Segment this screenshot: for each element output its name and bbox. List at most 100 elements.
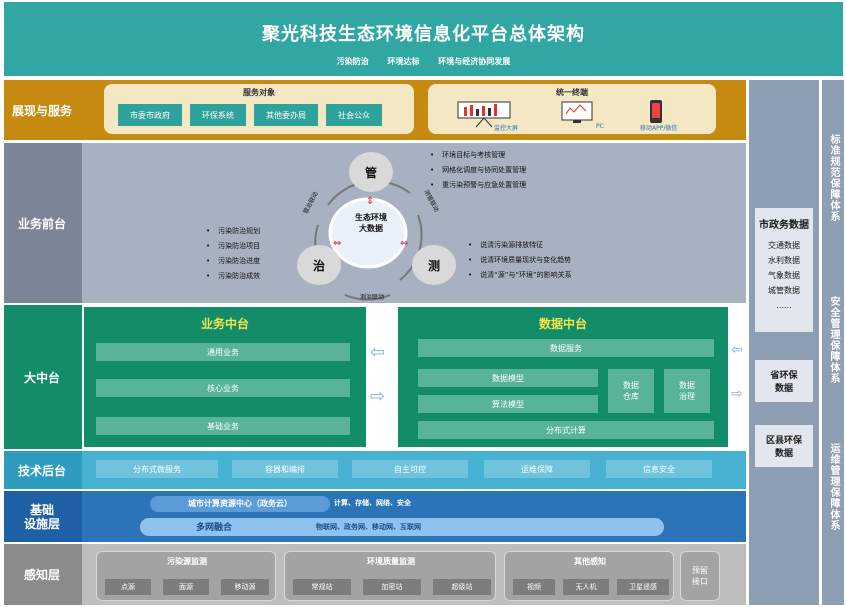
arrow-to-external-icon: ⇨ bbox=[731, 386, 743, 402]
arrow-left-red: ⇔ bbox=[333, 238, 342, 249]
left-bullet-4: 污染防治成效 bbox=[206, 269, 260, 284]
other-item-video[interactable]: 视频 bbox=[513, 579, 555, 595]
service-objects-title: 服务对象 bbox=[243, 88, 275, 97]
network-fusion-label: 多网融合 bbox=[196, 523, 233, 533]
standard-assurance-label: 标准规范保障体系 bbox=[828, 134, 839, 222]
unified-terminal-title: 统一终端 bbox=[556, 88, 588, 97]
city-gov-data-list: 交通数据 水利数据 气象数据 城管数据 ...... bbox=[755, 238, 813, 313]
layer-label-middle: 大中台 bbox=[23, 370, 60, 385]
city-data-water: 水利数据 bbox=[768, 256, 800, 265]
terminal-label-pc: PC bbox=[596, 123, 604, 130]
network-fusion-items: 物联网、政务网、移动网、互联网 bbox=[316, 523, 421, 531]
tech-item-independent[interactable]: 自主可控 bbox=[352, 460, 468, 478]
node-manage: 管 bbox=[349, 152, 393, 192]
pollution-item-point[interactable]: 点源 bbox=[105, 579, 151, 595]
business-middle-title: 业务中台 bbox=[200, 317, 249, 331]
arrow-up-down-red: ⇕ bbox=[366, 196, 375, 207]
env-item-super[interactable]: 超级站 bbox=[433, 579, 491, 595]
other-sensing-title: 其他感知 bbox=[574, 557, 606, 566]
pollution-monitor-box: 污染源监测 点源 面源 移动源 bbox=[96, 551, 276, 601]
city-data-more: ...... bbox=[776, 301, 792, 310]
left-bullet-3: 污染防治进度 bbox=[206, 254, 260, 269]
pollution-item-mobile[interactable]: 移动源 bbox=[221, 579, 269, 595]
top-bullet-1: 环境目标与考核管理 bbox=[430, 148, 526, 163]
city-gov-data-title: 市政务数据 bbox=[759, 220, 809, 231]
unified-terminal-box: 统一终端 监控大屏 PC 移动APP/微信 bbox=[428, 84, 716, 134]
other-item-satellite[interactable]: 卫星遥感 bbox=[617, 579, 669, 595]
business-item-general[interactable]: 通用业务 bbox=[96, 343, 350, 361]
arrow-right-red: ⇔ bbox=[400, 238, 409, 249]
env-item-regular[interactable]: 常规站 bbox=[293, 579, 351, 595]
header-banner: 聚光科技生态环境信息化平台总体架构 污染防治 环境达标 环境与经济协同发展 bbox=[4, 2, 843, 76]
tech-item-security[interactable]: 信息安全 bbox=[606, 460, 712, 478]
right-bullet-2: 说清环境质量现状与变化趋势 bbox=[468, 253, 588, 268]
left-bullet-2: 污染防治项目 bbox=[206, 239, 260, 254]
terminal-label-mobile: 移动APP/微信 bbox=[640, 125, 678, 132]
arrow-from-external-icon: ⇦ bbox=[731, 342, 743, 358]
monitor-wall-icon bbox=[457, 101, 511, 128]
subtitle-3: 环境与经济协同发展 bbox=[438, 57, 511, 66]
city-gov-data-card: 市政务数据 交通数据 水利数据 气象数据 城管数据 ...... bbox=[755, 208, 813, 332]
env-quality-monitor-box: 环境质量监测 常规站 加密站 超级站 bbox=[284, 551, 496, 601]
data-model-bar[interactable]: 数据模型 bbox=[418, 369, 598, 387]
data-warehouse-box[interactable]: 数据 仓库 bbox=[608, 369, 654, 413]
county-env-data-card: 区县环保 数据 bbox=[755, 425, 813, 467]
business-item-core[interactable]: 核心业务 bbox=[96, 379, 350, 397]
data-middle-title: 数据中台 bbox=[538, 317, 587, 331]
compute-center-items: 计算、存储、网络、安全 bbox=[334, 499, 411, 507]
node-treat: 治 bbox=[297, 245, 341, 285]
arrow-left-blue-icon: ⇦ bbox=[370, 342, 386, 363]
service-item-env-system[interactable]: 环保系统 bbox=[190, 104, 246, 126]
top-bullet-2: 网格化调度与协同处置管理 bbox=[430, 163, 526, 178]
tech-item-container[interactable]: 容器和编排 bbox=[232, 460, 338, 478]
assurance-column bbox=[822, 80, 844, 605]
right-bullet-1: 说清污染源排放特征 bbox=[468, 238, 588, 253]
left-bullets: 污染防治规划 污染防治项目 污染防治进度 污染防治成效 bbox=[206, 224, 260, 284]
city-data-traffic: 交通数据 bbox=[768, 241, 800, 250]
pollution-monitor-title: 污染源监测 bbox=[167, 557, 207, 566]
reserved-interface-box[interactable]: 预留 接口 bbox=[680, 551, 720, 601]
service-item-public[interactable]: 社会公众 bbox=[326, 104, 382, 126]
terminal-label-wall: 监控大屏 bbox=[494, 125, 519, 132]
network-fusion-bar bbox=[140, 518, 664, 536]
service-item-city-gov[interactable]: 市委市政府 bbox=[118, 104, 182, 126]
env-quality-title: 环境质量监测 bbox=[367, 557, 415, 566]
layer-label-infra: 基础 设施层 bbox=[23, 502, 60, 531]
tech-item-ops[interactable]: 运维保障 bbox=[484, 460, 590, 478]
distributed-compute-bar[interactable]: 分布式计算 bbox=[418, 421, 714, 439]
algorithm-model-bar[interactable]: 算法模型 bbox=[418, 395, 598, 413]
business-front-area bbox=[82, 143, 746, 303]
env-item-dense[interactable]: 加密站 bbox=[363, 579, 421, 595]
data-service-bar[interactable]: 数据服务 bbox=[418, 339, 714, 357]
service-objects-box: 服务对象 市委市政府 环保系统 其他委办局 社会公众 bbox=[104, 84, 414, 134]
layer-label-presentation: 展现与服务 bbox=[11, 103, 72, 118]
data-governance-box[interactable]: 数据 治理 bbox=[664, 369, 710, 413]
city-data-urban: 城管数据 bbox=[768, 286, 800, 295]
other-sensing-box: 其他感知 视频 无人机 卫星遥感 bbox=[504, 551, 674, 601]
center-big-data: 生态环境 大数据 bbox=[355, 213, 387, 233]
top-bullet-3: 重污染预警与应急处置管理 bbox=[430, 178, 526, 193]
service-item-other-bureaus[interactable]: 其他委办局 bbox=[254, 104, 318, 126]
layer-label-tech-back: 技术后台 bbox=[17, 463, 66, 478]
security-assurance-label: 安全管理保障体系 bbox=[828, 296, 839, 384]
tech-item-microservice[interactable]: 分布式微服务 bbox=[96, 460, 218, 478]
province-env-data-card: 省环保 数据 bbox=[755, 360, 813, 402]
mobile-icon bbox=[650, 100, 662, 123]
compute-center-label: 城市计算资源中心（政务云） bbox=[150, 496, 330, 512]
arrow-right-blue-icon: ⇨ bbox=[370, 386, 386, 407]
pollution-item-area[interactable]: 面源 bbox=[163, 579, 209, 595]
city-data-weather: 气象数据 bbox=[768, 271, 800, 280]
other-item-drone[interactable]: 无人机 bbox=[563, 579, 609, 595]
external-data-column bbox=[749, 80, 819, 605]
right-bullets: 说清污染源排放特征 说清环境质量现状与变化趋势 说清“源”与“环境”的影响关系 bbox=[468, 238, 588, 283]
layer-label-perception: 感知层 bbox=[23, 568, 60, 582]
subtitle-1: 污染防治 bbox=[336, 57, 369, 66]
pc-icon bbox=[561, 101, 593, 123]
left-bullet-1: 污染防治规划 bbox=[206, 224, 260, 239]
top-bullets: 环境目标与考核管理 网格化调度与协同处置管理 重污染预警与应急处置管理 bbox=[430, 148, 526, 193]
page-title: 聚光科技生态环境信息化平台总体架构 bbox=[262, 24, 585, 45]
subtitle-row: 污染防治 环境达标 环境与经济协同发展 bbox=[4, 56, 843, 67]
right-bullet-3: 说清“源”与“环境”的影响关系 bbox=[468, 268, 588, 283]
business-item-base[interactable]: 基础业务 bbox=[96, 417, 350, 435]
data-middle-panel: 数据中台 数据服务 数据模型 算法模型 数据 仓库 数据 治理 分布式计算 bbox=[398, 307, 728, 447]
